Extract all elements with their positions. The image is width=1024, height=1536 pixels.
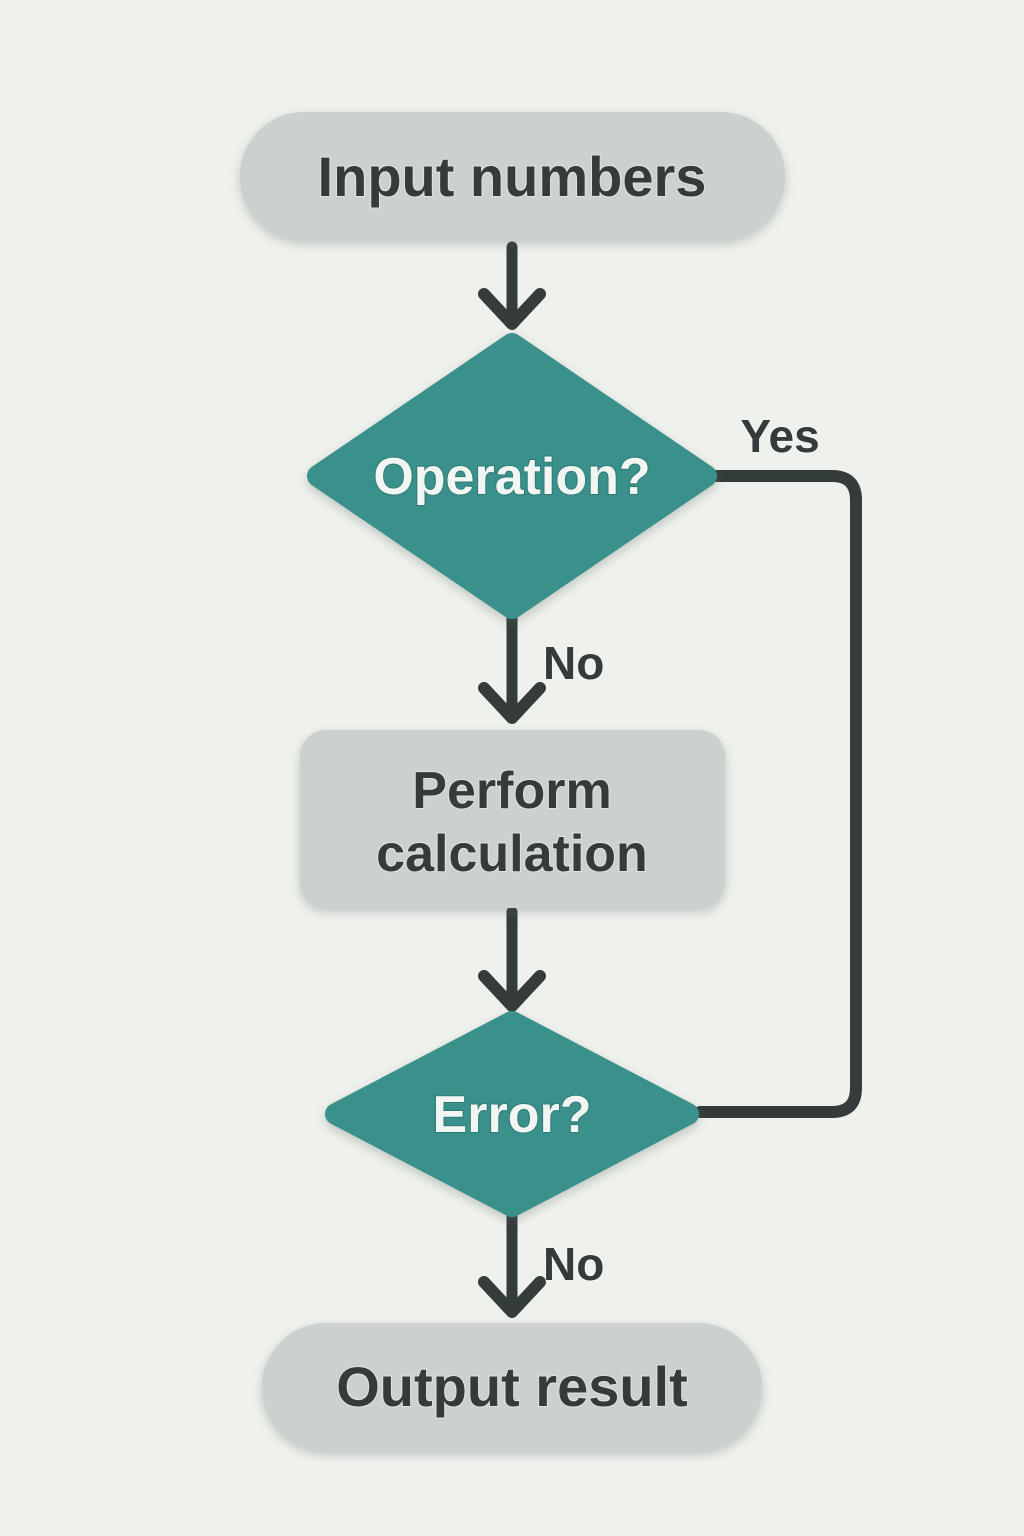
node-calc-label-line1: Perform bbox=[412, 762, 611, 820]
node-error-label: Error? bbox=[433, 1086, 592, 1144]
arrowhead-down-icon bbox=[478, 682, 546, 724]
terminator-shape bbox=[262, 1323, 762, 1451]
node-end-label: Output result bbox=[336, 1355, 688, 1418]
edge-error-no-to-end bbox=[478, 1210, 546, 1318]
node-operation-label: Operation? bbox=[373, 448, 650, 506]
node-start-label: Input numbers bbox=[318, 145, 707, 208]
edge-label-yes: Yes bbox=[740, 410, 819, 462]
edge-calc-to-error bbox=[478, 906, 546, 1012]
decision-shape bbox=[307, 333, 717, 619]
node-operation: Operation? bbox=[307, 333, 717, 619]
edge-operation-yes-to-error bbox=[694, 470, 862, 1118]
terminator-shape bbox=[240, 112, 785, 240]
arrowhead-down-icon bbox=[478, 970, 546, 1012]
edge-label-no-2: No bbox=[543, 1238, 604, 1290]
node-calc: Perform calculation bbox=[300, 730, 725, 908]
node-end: Output result bbox=[262, 1323, 762, 1451]
arrowhead-down-icon bbox=[478, 1276, 546, 1318]
node-calc-label-line2: calculation bbox=[376, 825, 648, 883]
decision-shape bbox=[325, 1011, 699, 1217]
edge-operation-no-to-calc bbox=[478, 610, 546, 724]
edge-start-to-operation bbox=[478, 241, 546, 330]
edge-label-no-1: No bbox=[543, 637, 604, 689]
process-shape bbox=[300, 730, 725, 908]
node-start: Input numbers bbox=[240, 112, 785, 240]
node-error: Error? bbox=[325, 1011, 699, 1217]
arrowhead-down-icon bbox=[478, 288, 546, 330]
